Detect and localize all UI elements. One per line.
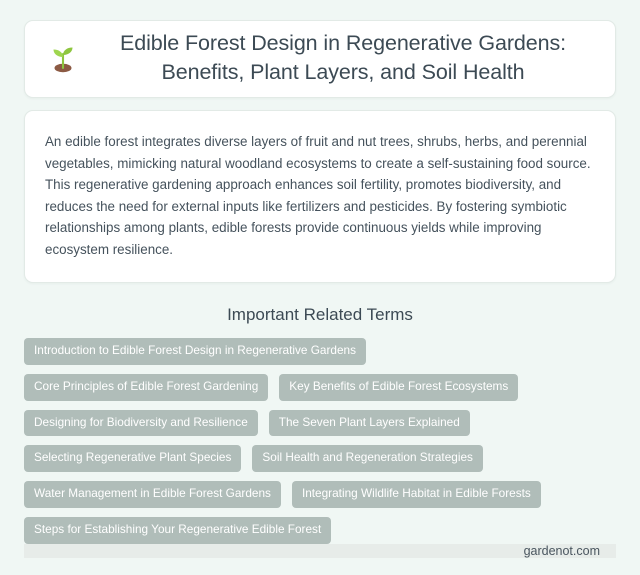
site-name: gardenot.com — [523, 543, 600, 558]
related-term-tag[interactable]: Core Principles of Edible Forest Gardeni… — [24, 373, 269, 401]
related-term-tag[interactable]: Introduction to Edible Forest Design in … — [24, 338, 366, 365]
related-term-tag[interactable]: Key Benefits of Edible Forest Ecosystems — [279, 373, 519, 401]
page-title: Edible Forest Design in Regenerative Gar… — [119, 31, 567, 84]
related-term-tag[interactable]: Selecting Regenerative Plant Species — [24, 445, 242, 473]
related-term-tag[interactable]: Steps for Establishing Your Regenerative… — [24, 516, 332, 544]
related-term-tag[interactable]: The Seven Plant Layers Explained — [268, 409, 470, 437]
related-term-tag[interactable]: Soil Health and Regeneration Strategies — [252, 445, 483, 473]
related-terms-heading: Important Related Terms — [227, 305, 413, 324]
seedling-icon — [47, 41, 79, 75]
related-term-tag[interactable]: Water Management in Edible Forest Garden… — [24, 481, 281, 508]
description-text: An edible forest integrates diverse laye… — [45, 134, 591, 257]
related-term-tag[interactable]: Designing for Biodiversity and Resilienc… — [24, 409, 258, 437]
footer-bar: gardenot.com — [24, 543, 616, 558]
related-terms-list: Introduction to Edible Forest Design in … — [24, 338, 616, 544]
header-card: Edible Forest Design in Regenerative Gar… — [24, 20, 616, 98]
description-card: An edible forest integrates diverse laye… — [24, 110, 616, 283]
related-term-tag[interactable]: Integrating Wildlife Habitat in Edible F… — [291, 481, 541, 508]
